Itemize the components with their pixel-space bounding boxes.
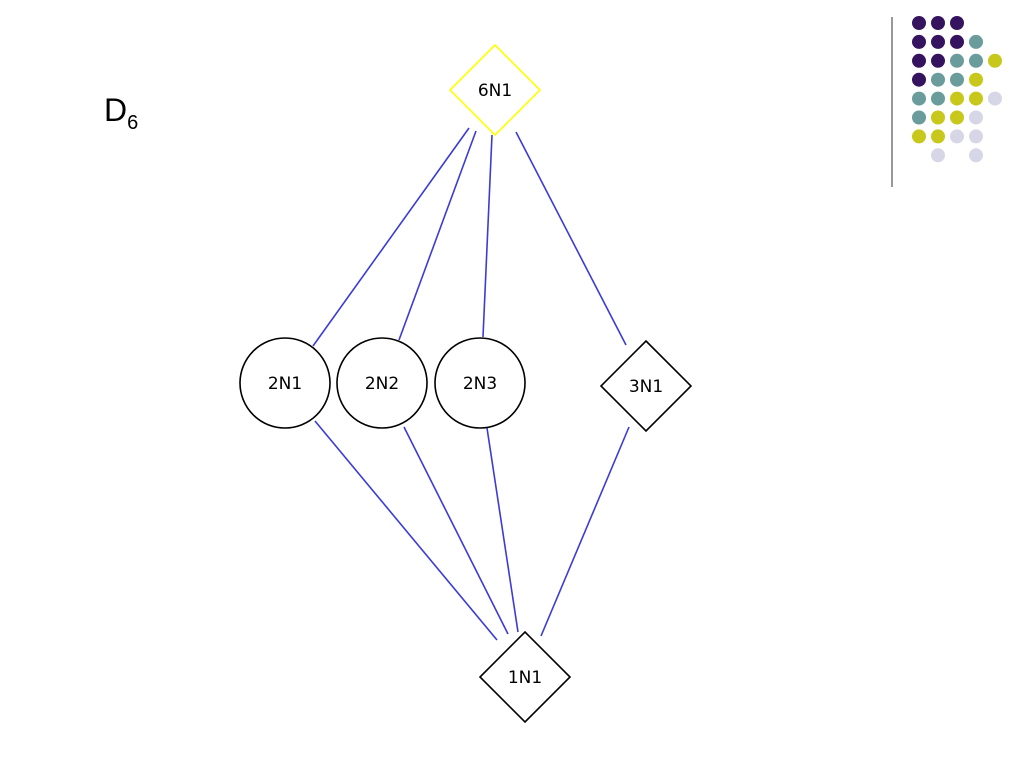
node-3N1-label: 3N1 bbox=[629, 377, 663, 397]
decor-dot bbox=[969, 34, 983, 49]
decor-dot bbox=[912, 129, 926, 144]
node-6N1-shape bbox=[448, 43, 542, 137]
node-3N1-shape bbox=[599, 339, 693, 433]
node-1N1-shape bbox=[478, 630, 572, 724]
decor-dot bbox=[912, 91, 926, 106]
edge-6N1-2N1 bbox=[312, 127, 470, 347]
edge-3N1-1N1 bbox=[540, 426, 630, 637]
node-1N1: 1N1 bbox=[478, 630, 572, 724]
decor-dot bbox=[931, 72, 945, 87]
node-2N3-shape bbox=[434, 337, 526, 429]
node-2N3: 2N3 bbox=[434, 337, 526, 429]
decor-dot bbox=[912, 110, 926, 125]
edge-6N1-2N3 bbox=[482, 134, 493, 338]
node-2N2-shape bbox=[336, 337, 428, 429]
decor-dot bbox=[912, 72, 926, 87]
edge-6N1-3N1 bbox=[515, 131, 627, 346]
decor-dot bbox=[969, 148, 983, 163]
decor-dot bbox=[950, 91, 964, 106]
edge-2N2-1N1 bbox=[403, 426, 509, 635]
decor-dot bbox=[950, 110, 964, 125]
decor-dot bbox=[912, 16, 926, 30]
node-6N1: 6N1 bbox=[448, 43, 542, 137]
corner-decoration bbox=[891, 16, 1002, 187]
decor-dot bbox=[950, 129, 964, 144]
node-2N2: 2N2 bbox=[336, 337, 428, 429]
decor-dot bbox=[950, 53, 964, 68]
decor-dot bbox=[950, 72, 964, 87]
decor-dot bbox=[931, 53, 945, 68]
decor-dot bbox=[969, 72, 983, 87]
node-2N2-label: 2N2 bbox=[365, 374, 399, 394]
decor-dot bbox=[931, 34, 945, 49]
decor-dot bbox=[988, 53, 1002, 68]
decor-dot bbox=[931, 110, 945, 125]
edge-6N1-2N2 bbox=[398, 130, 477, 341]
decor-dot bbox=[988, 91, 1002, 106]
decor-dot bbox=[969, 129, 983, 144]
node-3N1: 3N1 bbox=[599, 339, 693, 433]
node-2N3-label: 2N3 bbox=[463, 374, 497, 394]
node-2N1-label: 2N1 bbox=[268, 374, 302, 394]
decor-dot bbox=[969, 110, 983, 125]
decor-dot bbox=[931, 148, 945, 163]
node-layer: 6N1 2N1 2N2 2N3 3N1 1N1 bbox=[239, 43, 693, 724]
edge-2N1-1N1 bbox=[314, 420, 498, 641]
decor-dot bbox=[969, 91, 983, 106]
decor-dot bbox=[950, 34, 964, 49]
decor-dot bbox=[950, 16, 964, 30]
edge-layer bbox=[312, 127, 630, 641]
decor-dot bbox=[931, 91, 945, 106]
node-2N1: 2N1 bbox=[239, 337, 331, 429]
decor-dot bbox=[931, 16, 945, 30]
slide-title: D6 bbox=[104, 92, 138, 133]
decor-dot bbox=[912, 34, 926, 49]
node-1N1-label: 1N1 bbox=[508, 668, 542, 688]
edge-2N3-1N1 bbox=[486, 427, 519, 633]
decor-dot bbox=[912, 53, 926, 68]
node-2N1-shape bbox=[239, 337, 331, 429]
decor-dot bbox=[931, 129, 945, 144]
decor-dot bbox=[969, 53, 983, 68]
slide-title-main: D bbox=[104, 92, 128, 128]
node-6N1-label: 6N1 bbox=[478, 81, 512, 101]
slide-title-subscript: 6 bbox=[127, 112, 139, 134]
